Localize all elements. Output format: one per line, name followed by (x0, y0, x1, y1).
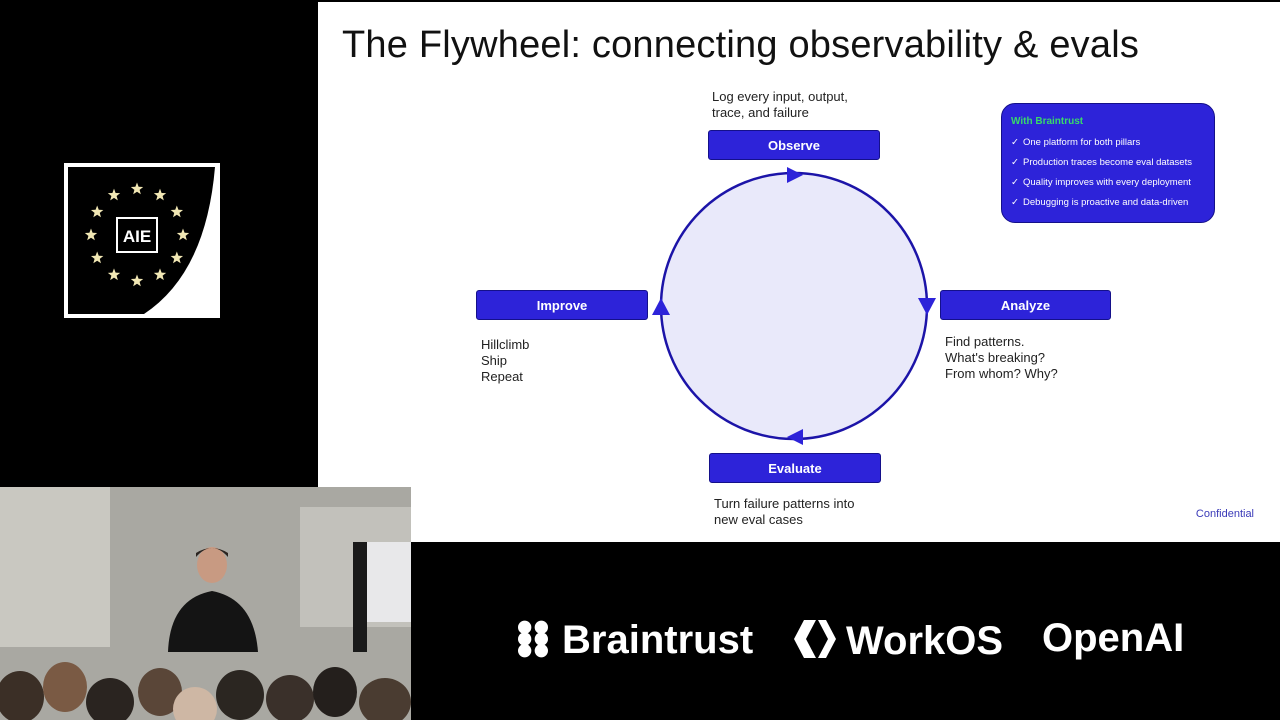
arrow-analyze-to-evaluate (918, 298, 936, 315)
check-icon: ✓ (1011, 177, 1019, 188)
star-icon (153, 188, 167, 201)
benefit-item: ✓Debugging is proactive and data-driven (1011, 193, 1204, 213)
benefit-item: ✓Quality improves with every deployment (1011, 173, 1204, 193)
arrow-evaluate-to-improve (787, 429, 803, 445)
improve-stage-button: Improve (476, 290, 648, 320)
confidential-label: Confidential (1195, 508, 1254, 520)
star-icon (130, 182, 144, 195)
check-icon: ✓ (1011, 197, 1019, 208)
aie-event-logo: AIE (64, 163, 220, 318)
star-icon (153, 268, 167, 281)
star-icon (90, 205, 104, 218)
workos-logo-icon (794, 620, 836, 658)
analyze-stage-button: Analyze (940, 290, 1111, 320)
flywheel-circle (659, 171, 929, 441)
benefit-item: ✓Production traces become eval datasets (1011, 153, 1204, 173)
check-icon: ✓ (1011, 157, 1019, 168)
flywheel-diagram (652, 167, 936, 445)
slide-title: The Flywheel: connecting observability &… (342, 24, 1140, 66)
benefit-item: ✓One platform for both pillars (1011, 133, 1204, 153)
speaker-camera-feed (0, 487, 411, 720)
star-icon (176, 228, 190, 241)
star-icon (170, 251, 184, 264)
sponsor-openai: OpenAI (1042, 616, 1185, 660)
star-icon (90, 251, 104, 264)
improve-description: Hillclimb Ship Repeat (481, 337, 530, 384)
analyze-description: Find patterns. What's breaking? From who… (945, 334, 1058, 381)
speaker-video-image (0, 487, 411, 720)
star-icon (107, 268, 121, 281)
star-icon (107, 188, 121, 201)
star-icon (84, 228, 98, 241)
arrow-improve-to-observe (652, 298, 670, 315)
sponsor-workos: WorkOS (792, 618, 1003, 664)
braintrust-sponsor-logo-icon (518, 620, 548, 658)
star-icon (170, 205, 184, 218)
sponsor-braintrust: Braintrust (514, 618, 753, 663)
aie-logo-text: AIE (123, 227, 151, 246)
braintrust-benefits-box: With Braintrust ✓One platform for both p… (1001, 103, 1215, 223)
observe-stage-button: Observe (708, 130, 880, 160)
evaluate-stage-button: Evaluate (709, 453, 881, 483)
arrow-observe-to-analyze (787, 167, 803, 183)
presentation-slide: The Flywheel: connecting observability &… (318, 2, 1280, 542)
observe-description: Log every input, output, trace, and fail… (712, 89, 848, 120)
benefits-heading: With Braintrust (1011, 116, 1084, 127)
check-icon: ✓ (1011, 137, 1019, 148)
evaluate-description: Turn failure patterns into new eval case… (714, 496, 855, 527)
star-icon (130, 274, 144, 287)
